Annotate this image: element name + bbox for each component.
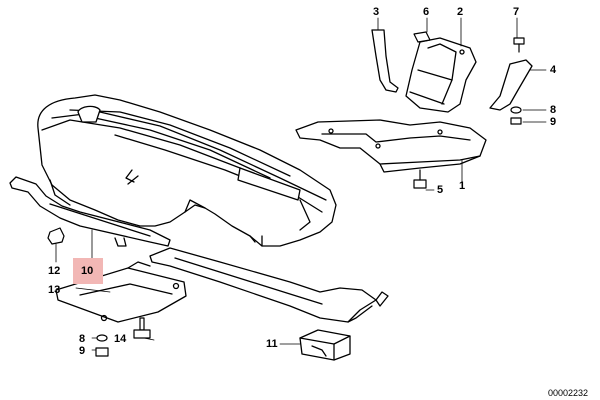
washer-nut-upper [510, 106, 522, 125]
rubber-block [299, 329, 351, 361]
callout-3[interactable]: 3 [373, 6, 380, 18]
callout-8-upper[interactable]: 8 [550, 104, 557, 116]
callout-2[interactable]: 2 [457, 6, 464, 18]
callout-10[interactable]: 10 [81, 265, 94, 277]
callout-6[interactable]: 6 [423, 6, 430, 18]
callout-14[interactable]: 14 [114, 333, 127, 345]
callout-13[interactable]: 13 [48, 284, 61, 296]
fuel-tank [37, 94, 337, 247]
washer-nut-lower [95, 334, 109, 357]
bracket-2 [405, 37, 477, 113]
drawing-number: 00002232 [548, 388, 589, 398]
lower-rail [149, 247, 389, 323]
callout-11[interactable]: 11 [266, 338, 278, 350]
callout-5[interactable]: 5 [437, 184, 444, 196]
callout-1[interactable]: 1 [459, 180, 466, 192]
strap-3 [371, 29, 399, 93]
support-strap [9, 176, 171, 247]
callout-10-highlight [73, 258, 103, 284]
callout-12[interactable]: 12 [48, 265, 61, 277]
bracket-1 [295, 119, 487, 173]
callout-9-lower[interactable]: 9 [79, 345, 86, 357]
callout-9-upper[interactable]: 9 [550, 116, 557, 128]
callout-8-lower[interactable]: 8 [79, 333, 86, 345]
bolt-7 [513, 37, 525, 53]
bolt-14 [133, 317, 151, 339]
callout-7[interactable]: 7 [513, 6, 520, 18]
leader-lines [55, 17, 547, 351]
bracket-4 [489, 59, 533, 111]
clip-6 [413, 31, 431, 43]
callout-4[interactable]: 4 [550, 64, 557, 76]
nut-12 [47, 227, 65, 245]
bolt-5 [413, 169, 427, 189]
